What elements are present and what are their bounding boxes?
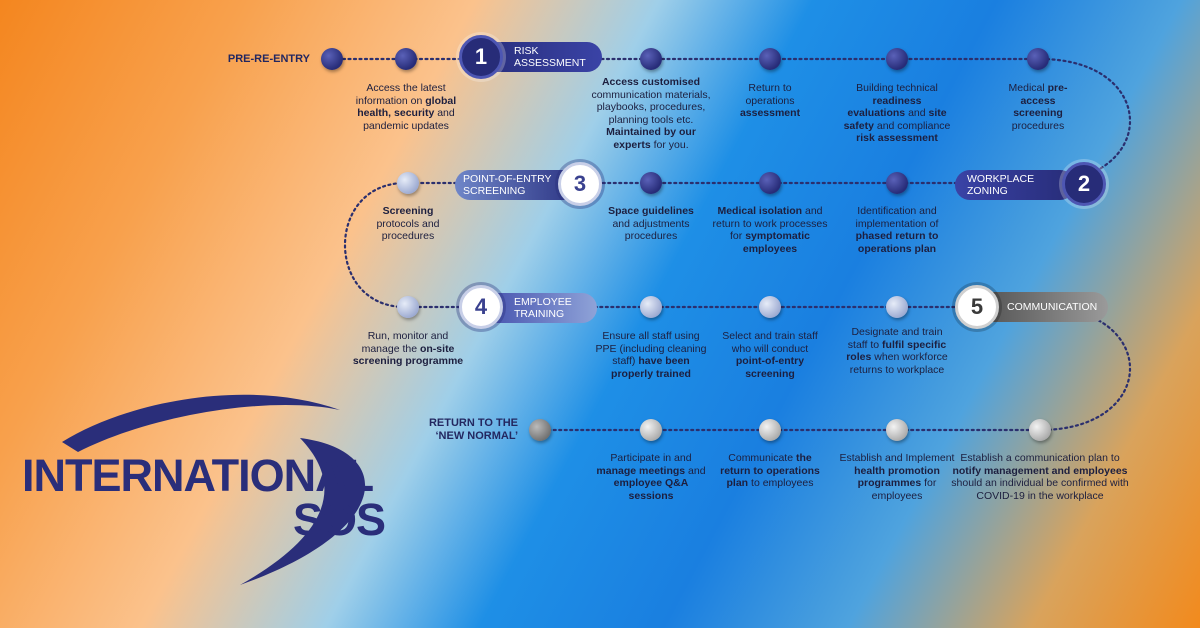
- stage-title: WORKPLACE: [967, 173, 1035, 185]
- logo-wordmark-line1: INTERNATIONAL: [22, 450, 374, 501]
- stage-title: TRAINING: [514, 308, 565, 320]
- step-node: [397, 172, 419, 194]
- step-node: [886, 48, 908, 70]
- stage-number: 2: [1062, 162, 1106, 206]
- step-node: [1029, 419, 1051, 441]
- step-node: [886, 419, 908, 441]
- step-node: [759, 296, 781, 318]
- step-node: [397, 296, 419, 318]
- step-node: [640, 296, 662, 318]
- stage-number: 1: [459, 35, 503, 79]
- step-node: [759, 48, 781, 70]
- step-node: [640, 48, 662, 70]
- end-label: RETURN TO THE‘NEW NORMAL’: [428, 417, 518, 442]
- step-node: [321, 48, 343, 70]
- stage-number: 3: [558, 162, 602, 206]
- stage-title: EMPLOYEE: [514, 296, 572, 308]
- stage-title: ASSESSMENT: [514, 57, 586, 69]
- step-node: [886, 172, 908, 194]
- stage-number: 5: [955, 285, 999, 329]
- international-sos-logo: INTERNATIONAL SOS: [0, 380, 420, 600]
- step-node: [529, 419, 551, 441]
- step-node: [759, 419, 781, 441]
- step-node: [759, 172, 781, 194]
- stage-title: RISK: [514, 45, 539, 57]
- start-label: PRE-RE-ENTRY: [227, 53, 310, 65]
- step-node: [395, 48, 417, 70]
- step-node: [886, 296, 908, 318]
- step-node: [640, 172, 662, 194]
- step-node: [640, 419, 662, 441]
- stage-title: COMMUNICATION: [1007, 301, 1098, 313]
- stage-title: SCREENING: [463, 185, 526, 197]
- logo-swoosh: [62, 394, 366, 585]
- stage-title: POINT-OF-ENTRY: [463, 173, 552, 185]
- logo-wordmark-line2: SOS: [293, 494, 386, 545]
- stage-number: 4: [459, 285, 503, 329]
- stage-title: ZONING: [967, 185, 1008, 197]
- step-node: [1027, 48, 1049, 70]
